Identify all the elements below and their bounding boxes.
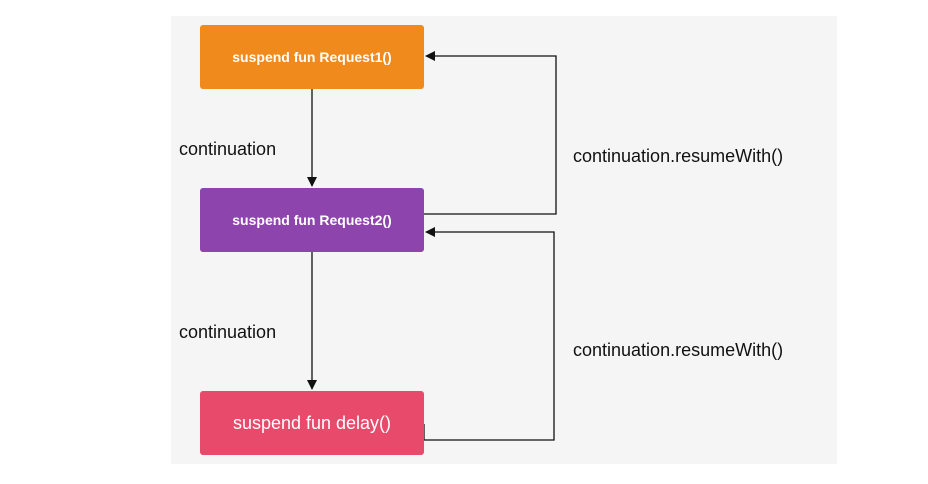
node-request1: suspend fun Request1() bbox=[200, 25, 424, 89]
node-request2: suspend fun Request2() bbox=[200, 188, 424, 252]
edge-label-continuation-1: continuation bbox=[179, 139, 277, 159]
node-delay: suspend fun delay() bbox=[200, 391, 424, 455]
node-request2-label: suspend fun Request2() bbox=[232, 212, 392, 228]
edge-label-continuation-2: continuation bbox=[179, 322, 277, 342]
edge-label-resumewith-2: continuation.resumeWith() bbox=[573, 340, 784, 360]
node-delay-label: suspend fun delay() bbox=[232, 412, 392, 433]
edge-label-resumewith-1: continuation.resumeWith() bbox=[573, 146, 784, 166]
node-request1-label: suspend fun Request1() bbox=[232, 49, 392, 65]
